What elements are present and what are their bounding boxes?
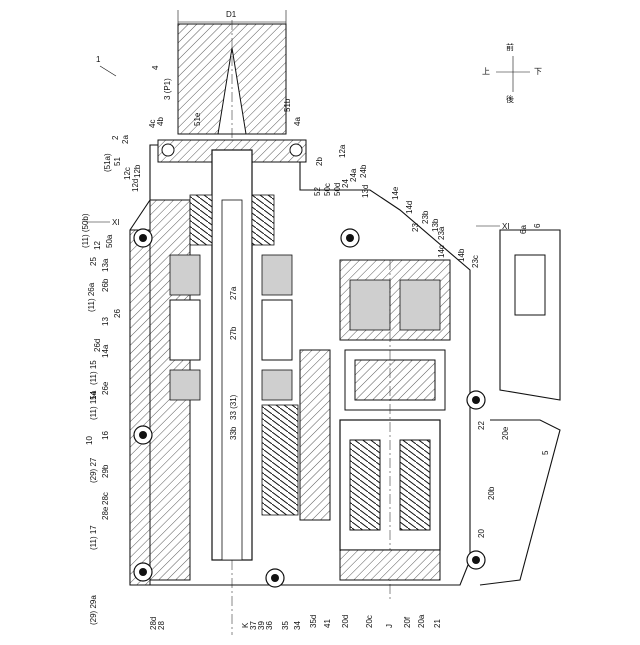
part-label: 23 bbox=[411, 223, 420, 232]
part-label: (11) 15a bbox=[89, 390, 98, 420]
part-label: 5 bbox=[541, 450, 550, 455]
part-label: 33 (31) bbox=[229, 394, 238, 420]
part-label: 51b bbox=[283, 98, 292, 112]
part-label: 4b bbox=[156, 117, 165, 126]
part-label: 14c bbox=[437, 245, 446, 258]
part-label: 2 bbox=[111, 135, 120, 140]
part-label: 52 bbox=[313, 187, 322, 196]
part-label: 26b bbox=[101, 278, 110, 292]
part-label: 50a bbox=[105, 234, 114, 248]
part-label: 12c bbox=[123, 167, 132, 180]
gear-section bbox=[340, 260, 450, 410]
right-bracket bbox=[480, 230, 560, 585]
dir-front: 前 bbox=[506, 42, 514, 52]
part-label: 12b bbox=[133, 164, 142, 178]
part-label: J bbox=[385, 624, 394, 628]
part-label: (11) (50b) bbox=[81, 213, 90, 248]
part-label: 13 bbox=[101, 317, 110, 326]
part-label: 24b bbox=[359, 164, 368, 178]
part-label: 28c bbox=[101, 492, 110, 505]
part-label: 14d bbox=[405, 201, 414, 214]
dimension-label: D1 bbox=[226, 10, 237, 19]
part-label: 14e bbox=[391, 186, 400, 200]
part-label: 16 bbox=[101, 431, 110, 440]
part-label: 23c bbox=[471, 255, 480, 268]
part-label: 20a bbox=[417, 614, 426, 628]
part-label: 51 bbox=[113, 157, 122, 166]
part-label: 20c bbox=[365, 615, 374, 628]
part-label: 23a bbox=[437, 226, 446, 240]
part-label: 20e bbox=[501, 426, 510, 440]
labels-left: (11) (50b)1250a2513a26b(11) 26a132626d14… bbox=[81, 213, 122, 625]
part-label: 24a bbox=[349, 168, 358, 182]
part-label: 35 bbox=[281, 621, 290, 630]
part-label: 34 bbox=[293, 621, 302, 630]
part-label: 14b bbox=[457, 248, 466, 262]
part-label: 14a bbox=[101, 344, 110, 358]
part-label: (51a) bbox=[103, 153, 112, 172]
part-label: 13d bbox=[361, 185, 370, 198]
part-label: 26e bbox=[101, 381, 110, 395]
part-label: 27b bbox=[229, 326, 238, 340]
part-label: 4 bbox=[151, 65, 160, 70]
section-mark-right: XI bbox=[502, 222, 510, 231]
part-label: 6a bbox=[519, 225, 528, 234]
part-label: (11) 17 bbox=[89, 525, 98, 550]
part-label: 2a bbox=[121, 135, 130, 144]
dir-back: 後 bbox=[506, 94, 514, 104]
part-label: 20b bbox=[487, 486, 496, 500]
part-label: 20 bbox=[477, 529, 486, 538]
part-label: 36 bbox=[265, 621, 274, 630]
section-mark-left: XI bbox=[112, 218, 120, 227]
part-label: 12d bbox=[131, 179, 140, 192]
part-label: 22 bbox=[477, 421, 486, 430]
part-label: (29) 27 bbox=[89, 457, 98, 483]
part-label: 23b bbox=[421, 210, 430, 224]
part-label: 4a bbox=[293, 117, 302, 126]
dir-up: 上 bbox=[482, 67, 490, 76]
part-label: 13a bbox=[101, 258, 110, 272]
part-label: 12 bbox=[93, 241, 102, 250]
labels-bottom: 28d28K373936353435d4120d20cJ20f20a21 bbox=[149, 614, 442, 630]
part-label: 3 (P1) bbox=[163, 78, 172, 100]
part-label: 21 bbox=[433, 619, 442, 628]
figure-number: 1 bbox=[96, 55, 101, 64]
part-label: 26 bbox=[113, 309, 122, 318]
part-label: (11) 15 bbox=[89, 360, 98, 385]
part-label: 50c bbox=[323, 183, 332, 196]
part-label: 10 bbox=[85, 436, 94, 445]
part-label: (29) 29a bbox=[89, 595, 98, 625]
part-label: 27a bbox=[229, 286, 238, 300]
figure-ref: 1 bbox=[96, 55, 116, 76]
part-label: 2b bbox=[315, 157, 324, 166]
part-label: 28e bbox=[101, 506, 110, 520]
part-label: 29b bbox=[101, 464, 110, 478]
part-label: 41 bbox=[323, 619, 332, 628]
part-label: 28 bbox=[157, 621, 166, 630]
part-label: 51e bbox=[193, 112, 202, 126]
part-label: 33b bbox=[229, 426, 238, 440]
part-label: 25 bbox=[89, 257, 98, 266]
part-label: 20d bbox=[341, 615, 350, 628]
direction-indicator: 上 前 下 後 bbox=[482, 42, 542, 104]
dir-down: 下 bbox=[534, 67, 542, 76]
part-label: 20f bbox=[403, 616, 412, 628]
part-label: 6 bbox=[533, 223, 542, 228]
part-label: 12a bbox=[338, 144, 347, 158]
part-label: (11) 26a bbox=[87, 282, 96, 312]
part-label: 35d bbox=[309, 615, 318, 628]
spindle-shaft bbox=[212, 150, 252, 560]
